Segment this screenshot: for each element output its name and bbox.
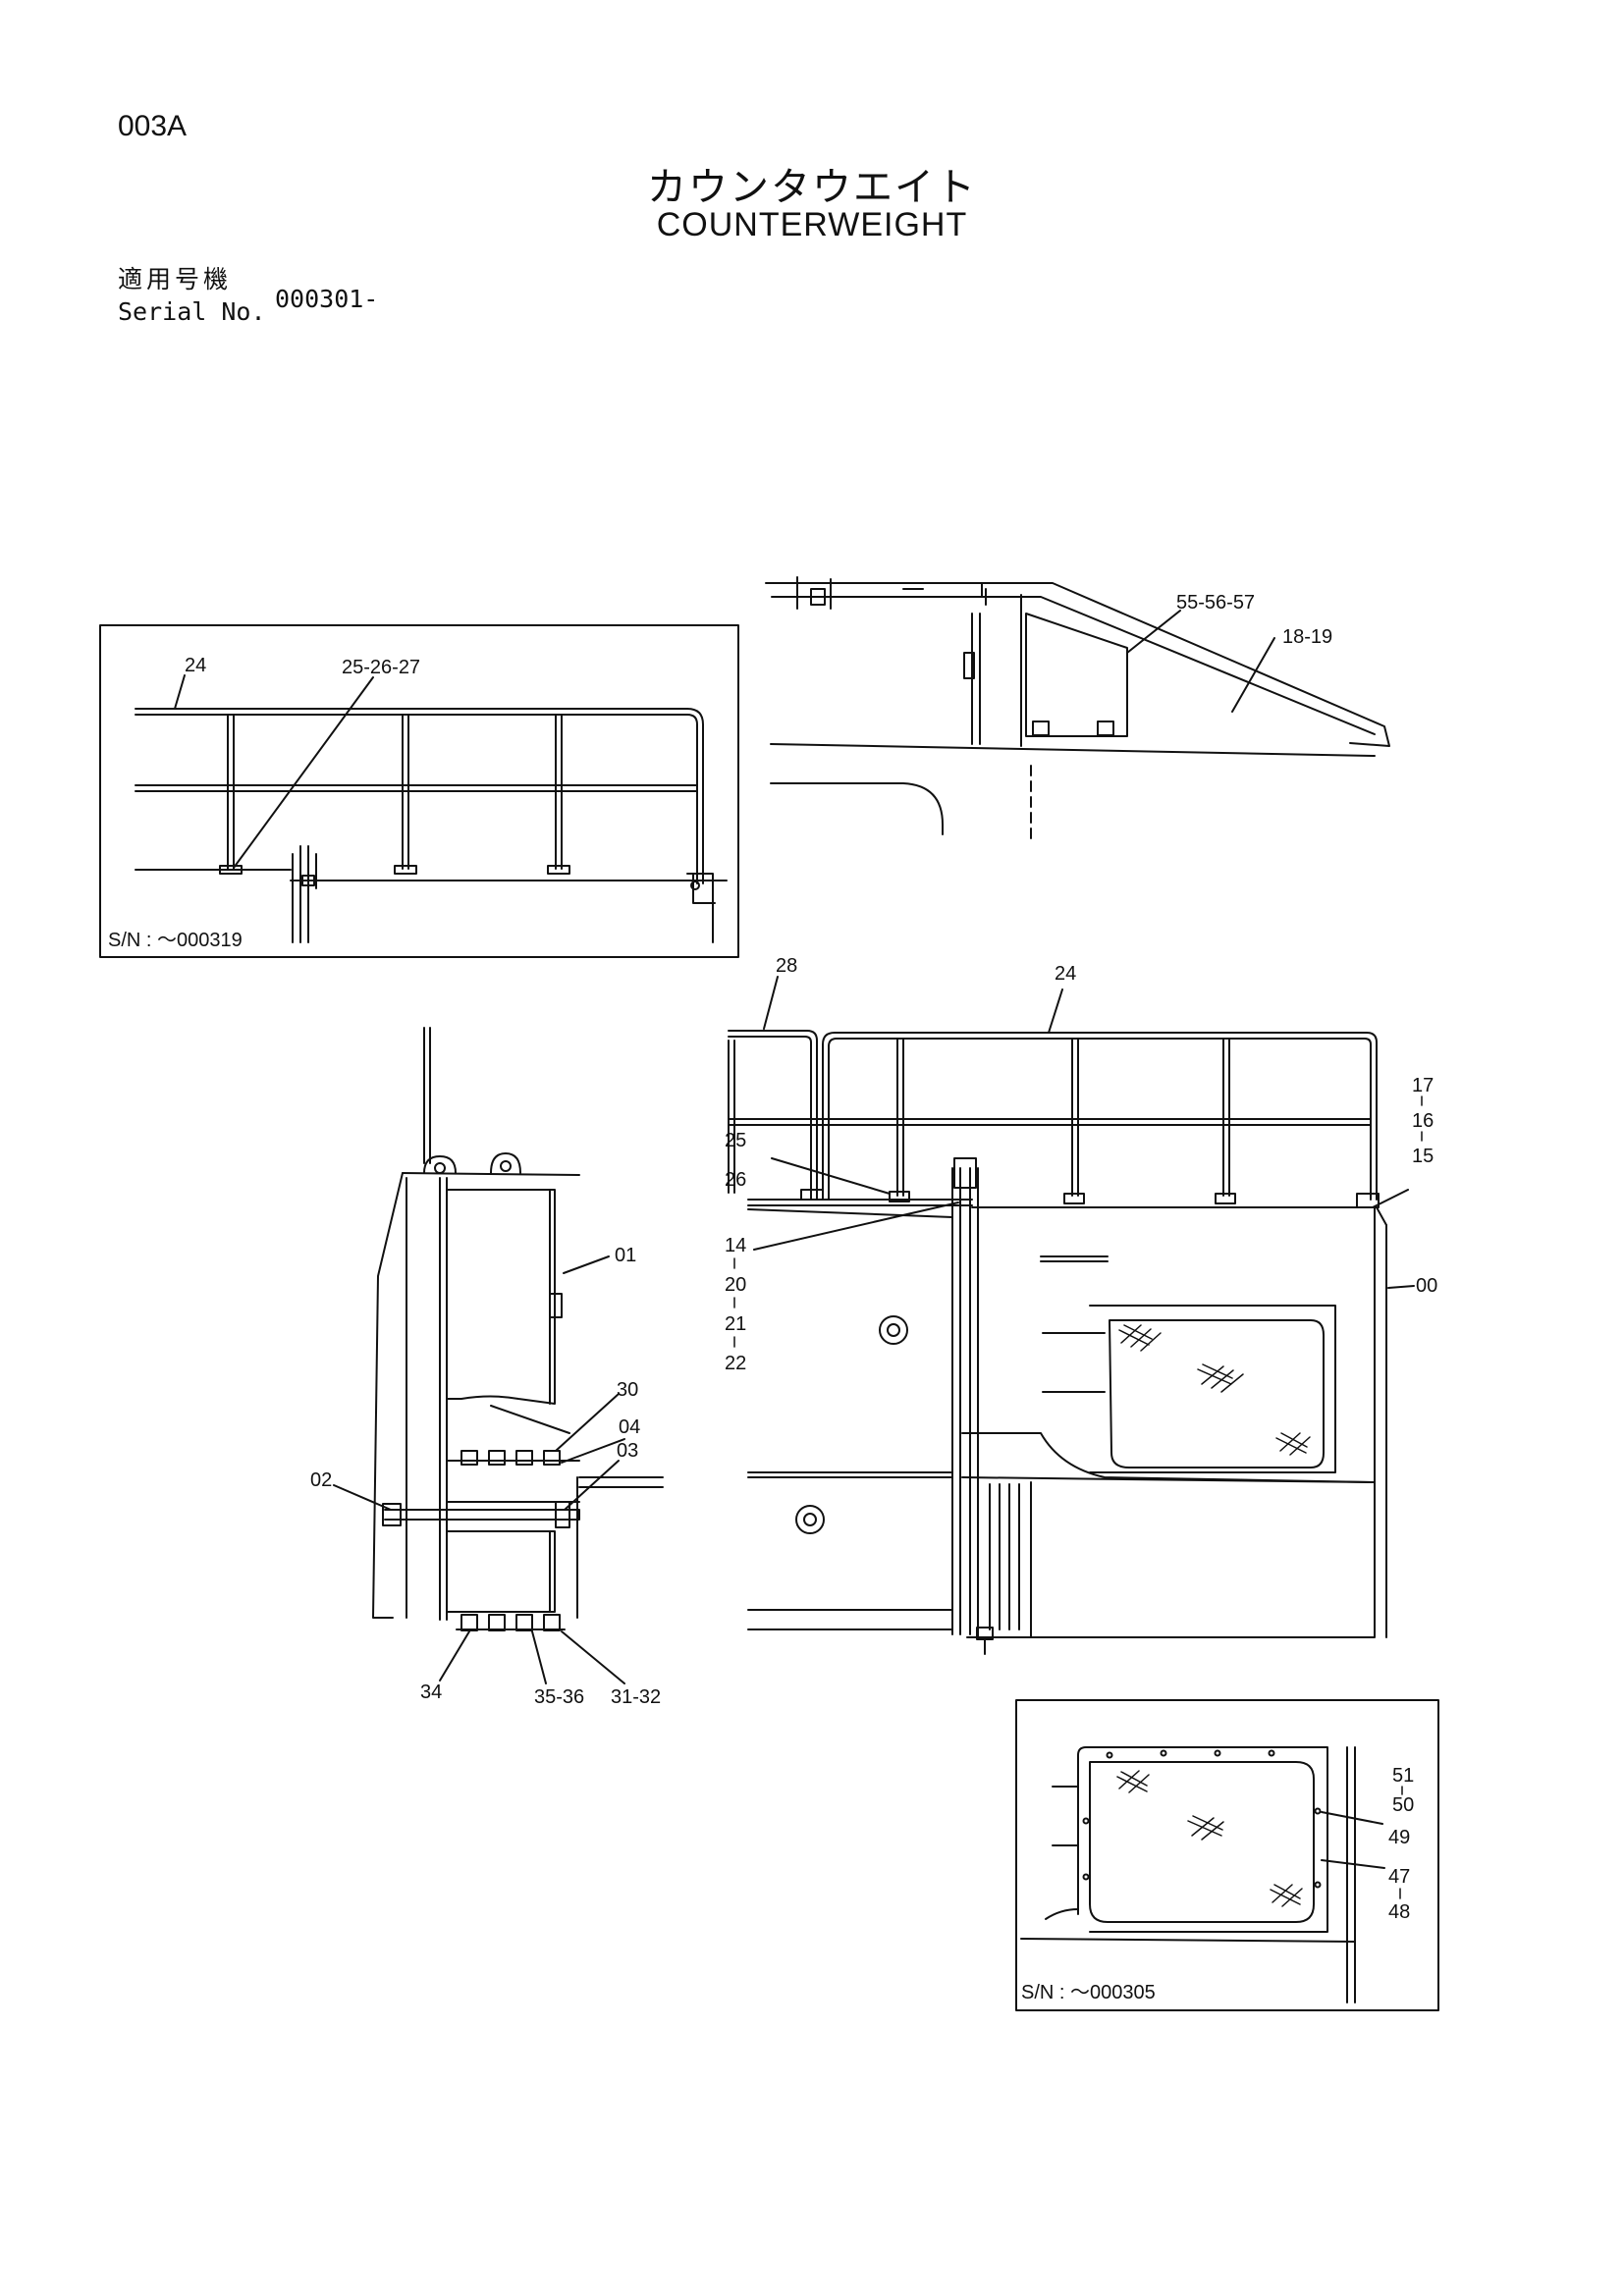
- callout-35-36: 35-36: [534, 1686, 584, 1708]
- top-view: [765, 576, 1390, 840]
- callout-18-19: 18-19: [1282, 626, 1332, 648]
- callout-21: 21: [725, 1313, 746, 1335]
- page-code: 003A: [118, 110, 188, 142]
- callout-24: 24: [185, 655, 206, 676]
- inset-cover-sn-note: S/N : ～000305: [1021, 1982, 1156, 2003]
- callout-22: 22: [725, 1353, 746, 1374]
- callout-34: 34: [420, 1682, 442, 1703]
- inset-railing-sn-note: S/N : ～000319: [108, 930, 243, 951]
- callout-20: 20: [725, 1274, 746, 1296]
- callout-15: 15: [1412, 1146, 1434, 1167]
- callout-48: 48: [1388, 1901, 1410, 1923]
- inset-cover: [1015, 1699, 1439, 2011]
- callout-28: 28: [776, 955, 797, 977]
- callout-16: 16: [1412, 1110, 1434, 1132]
- page-title-english: COUNTERWEIGHT: [656, 206, 968, 243]
- callout-00: 00: [1416, 1275, 1437, 1297]
- callout-03: 03: [617, 1440, 638, 1462]
- inset-railing-frame: [99, 624, 739, 958]
- callout-55-56-57: 55-56-57: [1176, 592, 1255, 614]
- callout-47: 47: [1388, 1866, 1410, 1888]
- callout-02: 02: [310, 1469, 332, 1491]
- serial-label-japanese: 適用号機: [118, 265, 233, 294]
- callout-51: 51: [1392, 1765, 1414, 1787]
- main-view: [728, 976, 1415, 1655]
- callout-25-26-27: 25-26-27: [342, 657, 420, 678]
- callout-31-32: 31-32: [611, 1686, 661, 1708]
- callout-50: 50: [1392, 1794, 1414, 1816]
- serial-label-english: Serial No.: [118, 297, 266, 326]
- callout-17: 17: [1412, 1075, 1434, 1096]
- callout-25: 25: [725, 1130, 746, 1151]
- callout-49: 49: [1388, 1827, 1410, 1848]
- callout-04: 04: [619, 1416, 640, 1438]
- callout-01: 01: [615, 1245, 636, 1266]
- inset-railing: [99, 624, 739, 958]
- callout-14: 14: [725, 1235, 746, 1256]
- callout-26: 26: [725, 1169, 746, 1191]
- page-title-japanese: カウンタウエイト: [647, 165, 977, 210]
- callout-24-main: 24: [1055, 963, 1076, 985]
- inset-cover-frame: [1015, 1699, 1439, 2011]
- side-view: [333, 1027, 664, 1684]
- serial-number-range: 000301-: [275, 285, 379, 313]
- callout-30: 30: [617, 1379, 638, 1401]
